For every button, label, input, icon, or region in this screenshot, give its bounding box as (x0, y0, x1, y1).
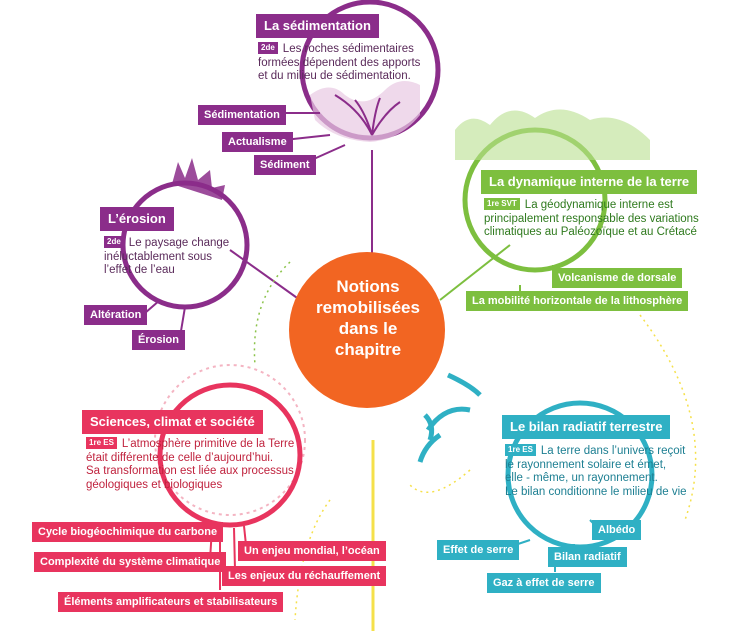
dotted-curve-right (639, 314, 697, 521)
radiation-arrows (417, 372, 482, 463)
stub-alteration (144, 299, 161, 314)
sciences-text-1: L’atmosphère primitive de la Terre (121, 438, 295, 450)
sciences-halo (154, 364, 306, 516)
label-mobilite: La mobilité horizontale de la lithosphèr… (466, 291, 689, 311)
label-enjeux-rechauffement: Les enjeux du réchauffement (222, 566, 387, 586)
erosion-badge: 2de (104, 236, 124, 248)
sedimentation-text-2: formées dépendent des apports (258, 56, 421, 69)
center-line-4: chapitre (334, 340, 402, 359)
sciences-text-4: géologiques et biologiques (86, 478, 223, 491)
center-line-3: dans le (338, 319, 398, 338)
erosion-relief (172, 158, 225, 200)
label-bilan-radiatif: Bilan radiatif (548, 547, 627, 567)
dynamique-relief (455, 109, 650, 160)
sedimentation-badge: 2de (258, 42, 278, 54)
label-gaz-effet-de-serre: Gaz à effet de serre (487, 573, 601, 593)
bilan-text-2: le rayonnement solaire et émet, (505, 458, 667, 471)
bilan-text-3: elle - même, un rayonnement. (505, 472, 658, 484)
erosion-title: L’érosion (100, 207, 174, 231)
bilan-text-4: Le bilan conditionne le milieu de vie (505, 485, 687, 498)
center-line-1: Notions (336, 277, 400, 296)
dynamique-title: La dynamique interne de la terre (481, 170, 698, 194)
sciences-text-3: Sa transformation est liée aux processus (86, 465, 294, 477)
sciences-ring (157, 382, 303, 528)
sedimentation-text-3: et du milieu de sédimentation. (258, 70, 411, 82)
sedimentation-text-1: Les roches sédimentaires (282, 43, 414, 55)
bilan-badge: 1re ES (505, 444, 536, 456)
label-enjeu-ocean: Un enjeu mondial, l’océan (238, 541, 386, 561)
bilan-description: 1re ES La terre dans l’univers reçoit le … (505, 444, 687, 499)
dynamique-badge: 1re SVT (484, 198, 520, 210)
sedimentation-title: La sédimentation (256, 14, 379, 38)
sciences-title: Sciences, climat et société (82, 410, 263, 434)
label-erosion: Érosion (132, 330, 185, 350)
erosion-text-1: Le paysage change (128, 237, 230, 249)
label-elements-amplificateurs: Éléments amplificateurs et stabilisateur… (58, 592, 284, 612)
sedimentation-streams (334, 94, 401, 136)
label-cycle-carbone: Cycle biogéochimique du carbone (32, 522, 224, 542)
connector-erosion (229, 249, 301, 301)
label-sedimentation: Sédimentation (198, 105, 286, 125)
dotted-curve-mid (409, 469, 471, 493)
label-volcanisme: Volcanisme de dorsale (552, 268, 683, 288)
dotted-curve-left (253, 261, 291, 366)
center-circle (289, 252, 445, 408)
center-line-2: remobilisées (316, 298, 420, 317)
sedimentation-basin (310, 81, 420, 142)
label-effet-de-serre: Effet de serre (437, 540, 520, 560)
sciences-text-2: était différente de celle d’aujourd’hui. (86, 451, 274, 464)
sciences-badge: 1re ES (86, 437, 117, 449)
erosion-text-3: l’effet de l’eau (104, 264, 175, 276)
label-actualisme: Actualisme (222, 132, 293, 152)
bilan-title: Le bilan radiatif terrestre (502, 415, 671, 439)
label-complexite: Complexité du système climatique (34, 552, 227, 572)
erosion-text-2: inéluctablement sous (104, 250, 213, 263)
connector-dynamique (439, 244, 511, 301)
dynamique-text-2: principalement responsable des variation… (484, 212, 699, 225)
dynamique-description: 1re SVT La géodynamique interne est princ… (484, 198, 699, 240)
bilan-text-1: La terre dans l’univers reçoit (540, 445, 686, 457)
dynamique-text-3: climatiques au Paléozoïque et au Crétacé (484, 226, 697, 238)
erosion-description: 2de Le paysage change inéluctablement sou… (104, 236, 229, 278)
label-albedo: Albédo (592, 520, 642, 540)
dynamique-text-1: La géodynamique interne est (524, 199, 674, 211)
center-title: Notions remobilisées dans le chapitre (293, 276, 443, 360)
sciences-description: 1re ES L’atmosphère primitive de la Terre… (86, 437, 294, 492)
label-sediment: Sédiment (254, 155, 316, 175)
sedimentation-description: 2de Les roches sédimentaires formées dépe… (258, 42, 420, 84)
label-alteration: Altération (84, 305, 148, 325)
